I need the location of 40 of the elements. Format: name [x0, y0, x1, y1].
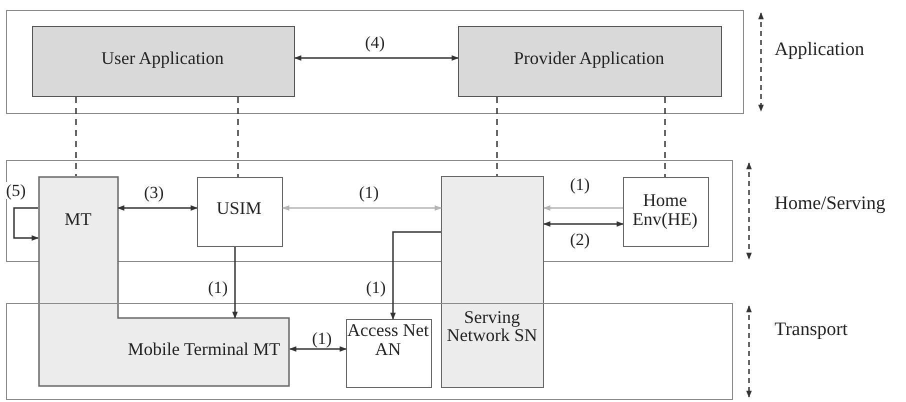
box-label: Serving Network SN: [446, 308, 538, 346]
application-box: [32, 26, 294, 96]
arrow: [117, 205, 198, 211]
dashed-connector: [237, 97, 239, 177]
network-box: [441, 176, 544, 388]
box-label: Mobile Terminal MT: [126, 340, 282, 359]
box-label: User Application: [100, 49, 225, 68]
edge-label: (1): [569, 176, 591, 193]
arrow: [13, 207, 39, 241]
edge-label: (5): [5, 182, 27, 199]
component-box: [196, 176, 282, 246]
layer-label: Application: [774, 40, 866, 60]
arrow: [294, 55, 459, 61]
dashed-connector: [664, 97, 666, 177]
arrow: [543, 205, 623, 211]
component-box: [346, 318, 432, 388]
edge-label: (1): [358, 184, 380, 201]
arrow: [289, 346, 347, 352]
box-label: Access Net AN: [346, 321, 430, 359]
edge-label: (2): [569, 231, 591, 248]
component-box: [622, 176, 708, 246]
application-box: [458, 26, 722, 96]
edge-label: (1): [365, 279, 387, 296]
box-label: Home Env(HE): [632, 191, 698, 229]
arrow: [390, 231, 441, 320]
edge-label: (4): [364, 34, 386, 51]
arrow: [232, 247, 238, 319]
box-label: MT: [64, 210, 92, 229]
layer-label: Transport: [774, 320, 849, 340]
arrow: [282, 205, 442, 211]
arrow: [543, 221, 624, 227]
dashed-connector: [75, 97, 77, 176]
edge-label: (3): [143, 184, 165, 201]
edge-label: (1): [311, 330, 333, 347]
box-label: Provider Application: [512, 49, 666, 68]
edge-label: (1): [207, 279, 229, 296]
dashed-connector: [496, 97, 498, 176]
terminal-shape: [38, 176, 290, 387]
box-label: USIM: [215, 199, 262, 218]
layer-label: Home/Serving: [774, 194, 886, 214]
